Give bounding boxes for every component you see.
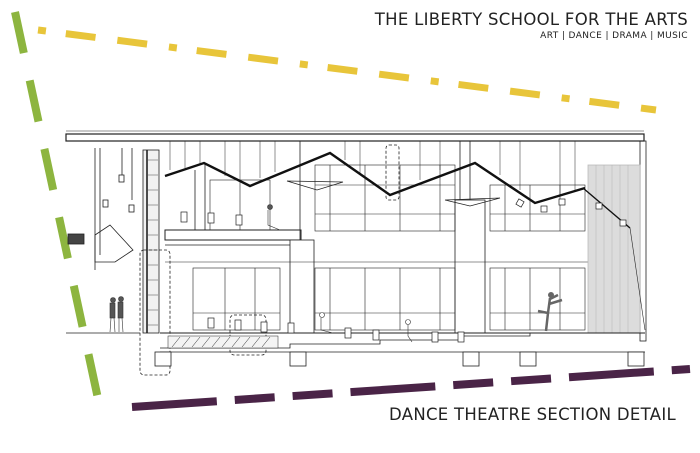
building-section — [65, 130, 647, 376]
page-title: THE LIBERTY SCHOOL FOR THE ARTS — [374, 10, 688, 29]
people-figures — [109, 204, 563, 343]
yellow-dashed-frame-line — [37, 26, 657, 114]
purple-dashed-frame-line — [131, 365, 691, 411]
zigzag-ceiling — [164, 151, 586, 205]
page-subtitle: ART | DANCE | DRAMA | MUSIC — [540, 31, 688, 41]
green-dashed-frame-line — [11, 11, 104, 409]
drawing-caption: DANCE THEATRE SECTION DETAIL — [389, 405, 676, 424]
